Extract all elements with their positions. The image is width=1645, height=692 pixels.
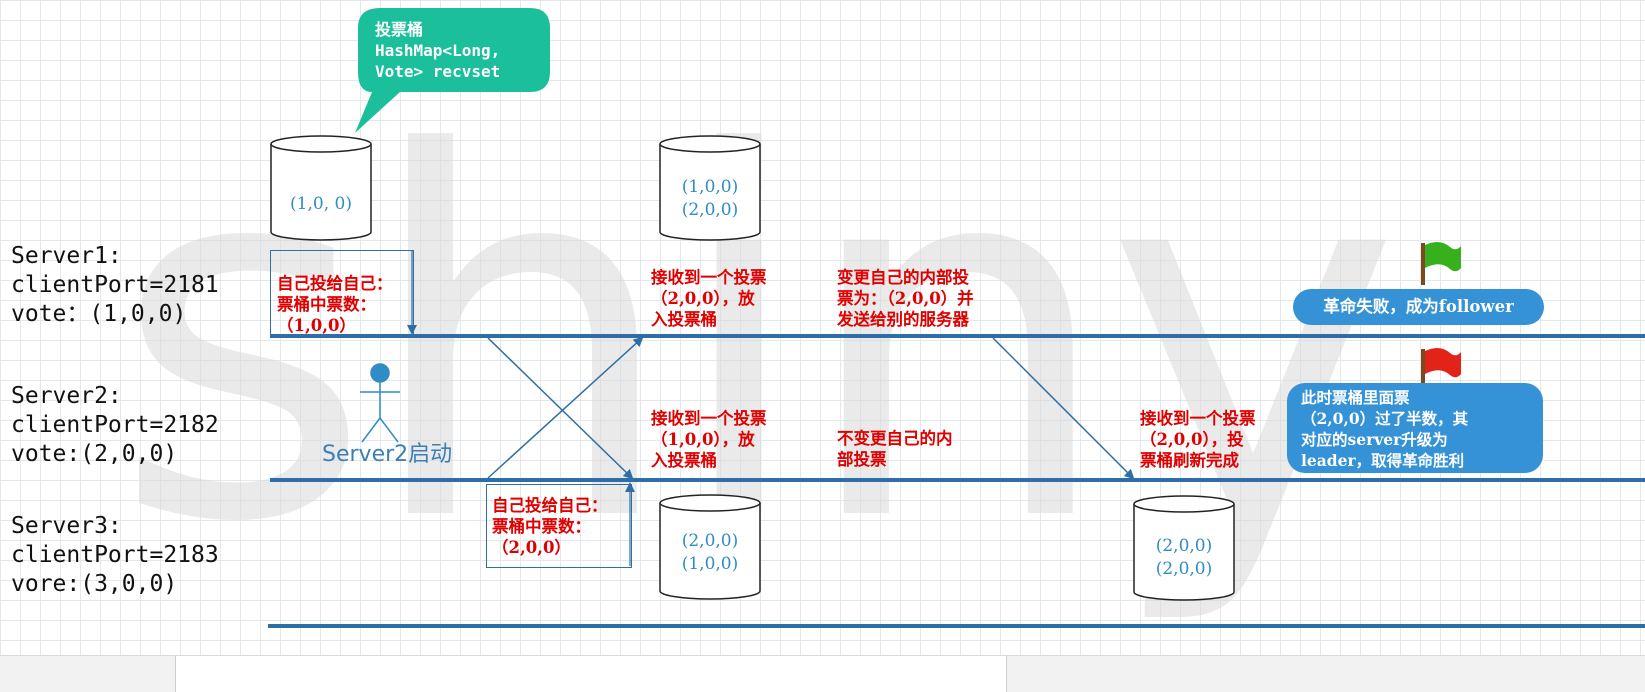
bucket-entry: (1,0,0) xyxy=(681,177,739,197)
actor-label: Server2启动 xyxy=(322,442,453,467)
note-receive-server1: 接收到一个投票 （2,0,0），放 入投票桶 xyxy=(651,267,767,330)
note-line: 变更自己的内部投 xyxy=(837,268,969,287)
horizontal-scrollbar[interactable] xyxy=(175,656,1007,692)
bucket-server1-updated xyxy=(659,135,761,241)
bucket-entry: (1,0,0) xyxy=(681,554,739,574)
bucket-server1-contents: (1,0, 0) xyxy=(271,193,371,216)
leader-result-pill: 此时票桶里面票 （2,0,0）过了半数，其 对应的server升级为 leade… xyxy=(1287,383,1543,473)
leader-result-line: 对应的server升级为 xyxy=(1301,430,1448,449)
bottom-scroll-area[interactable] xyxy=(0,655,1645,692)
leader-result-line: 此时票桶里面票 xyxy=(1301,388,1410,407)
callout-title: 投票桶 xyxy=(375,20,424,39)
note-line: 发送给别的服务器 xyxy=(837,310,969,329)
note-line: 接收到一个投票 xyxy=(651,409,767,428)
note-line: （1,0,0），放 xyxy=(651,430,755,449)
server1-label: Server1: clientPort=2181 vote：(1,0,0) xyxy=(11,242,219,329)
bucket-entry: (2,0,0) xyxy=(681,531,739,551)
server3-port: clientPort=2183 xyxy=(11,542,219,568)
note-line: （2,0,0），放 xyxy=(651,289,755,308)
server1-port: clientPort=2181 xyxy=(11,272,219,298)
note-line: 接收到一个投票 xyxy=(1140,409,1256,428)
bucket-server2-refreshed-contents: (2,0,0) (2,0,0) xyxy=(1134,535,1234,581)
note-receive-server2: 接收到一个投票 （1,0,0），放 入投票桶 xyxy=(651,408,767,471)
bucket-server2-contents: (2,0,0) (1,0,0) xyxy=(660,530,760,576)
follower-result-pill: 革命失败，成为follower xyxy=(1293,289,1544,325)
callout-bubble xyxy=(355,8,550,133)
note-self-vote-server2: 自己投给自己： 票桶中票数： （2,0,0） xyxy=(492,495,608,558)
server1-vote: vote：(1,0,0) xyxy=(11,301,187,327)
leader-result-line: leader，取得革命胜利 xyxy=(1301,451,1465,470)
red-flag-icon xyxy=(1421,347,1461,383)
server1-name: Server1: xyxy=(11,243,122,269)
bucket-entry: (2,0,0) xyxy=(1155,536,1213,556)
server3-vote: vore:(3,0,0) xyxy=(11,571,178,597)
bucket-entry: (2,0,0) xyxy=(1155,559,1213,579)
green-flag-icon xyxy=(1421,241,1461,285)
callout-line2: HashMap<Long, xyxy=(375,41,501,60)
actor-icon xyxy=(360,363,400,443)
note-line: （2,0,0） xyxy=(492,538,571,557)
note-line: 票为：（2,0,0）并 xyxy=(837,289,974,308)
note-self-vote-server1: 自己投给自己： 票桶中票数： （1,0,0） xyxy=(277,273,393,336)
note-line: （2,0,0），投 xyxy=(1140,430,1244,449)
follower-result-text: 革命失败，成为follower xyxy=(1323,297,1514,316)
server2-label: Server2: clientPort=2182 vote:(2,0,0) xyxy=(11,382,219,469)
note-line: （1,0,0） xyxy=(277,316,356,335)
self-vote-box-server1 xyxy=(270,250,414,336)
note-refresh-server2: 接收到一个投票 （2,0,0），投 票桶刷新完成 xyxy=(1140,408,1256,471)
arrow-s1-to-s2 xyxy=(487,337,634,480)
note-line: 票桶中票数： xyxy=(492,517,591,536)
callout-text: 投票桶 HashMap<Long, Vote> recvset xyxy=(375,19,500,82)
note-line: 自己投给自己： xyxy=(277,274,393,293)
arrow-s2-to-s1 xyxy=(487,336,644,479)
note-line: 部投票 xyxy=(837,450,887,469)
note-line: 自己投给自己： xyxy=(492,496,608,515)
self-vote-box-server2 xyxy=(486,484,632,568)
server3-label: Server3: clientPort=2183 vore:(3,0,0) xyxy=(11,512,219,599)
note-line: 入投票桶 xyxy=(651,310,717,329)
bucket-server2-refreshed xyxy=(1133,495,1235,601)
bucket-server1-updated-contents: (1,0,0) (2,0,0) xyxy=(660,176,760,222)
note-change-server1: 变更自己的内部投 票为：（2,0,0）并 发送给别的服务器 xyxy=(837,267,974,330)
note-line: 接收到一个投票 xyxy=(651,268,767,287)
bucket-entry: (2,0,0) xyxy=(681,200,739,220)
callout-line3: Vote> recvset xyxy=(375,62,501,81)
server2-name: Server2: xyxy=(11,383,122,409)
server2-vote: vote:(2,0,0) xyxy=(11,441,178,467)
arrow-s1-change-to-s2 xyxy=(992,337,1135,480)
bucket-server1 xyxy=(270,135,372,241)
note-line: 票桶中票数： xyxy=(277,295,376,314)
note-line: 票桶刷新完成 xyxy=(1140,451,1239,470)
bucket-server2 xyxy=(659,494,761,600)
server3-name: Server3: xyxy=(11,513,122,539)
note-nochange-server2: 不变更自己的内 部投票 xyxy=(837,428,953,470)
bucket-entry: (1,0, 0) xyxy=(290,194,352,214)
note-line: 入投票桶 xyxy=(651,451,717,470)
server2-port: clientPort=2182 xyxy=(11,412,219,438)
note-line: 不变更自己的内 xyxy=(837,429,953,448)
leader-result-line: （2,0,0）过了半数，其 xyxy=(1301,409,1469,428)
